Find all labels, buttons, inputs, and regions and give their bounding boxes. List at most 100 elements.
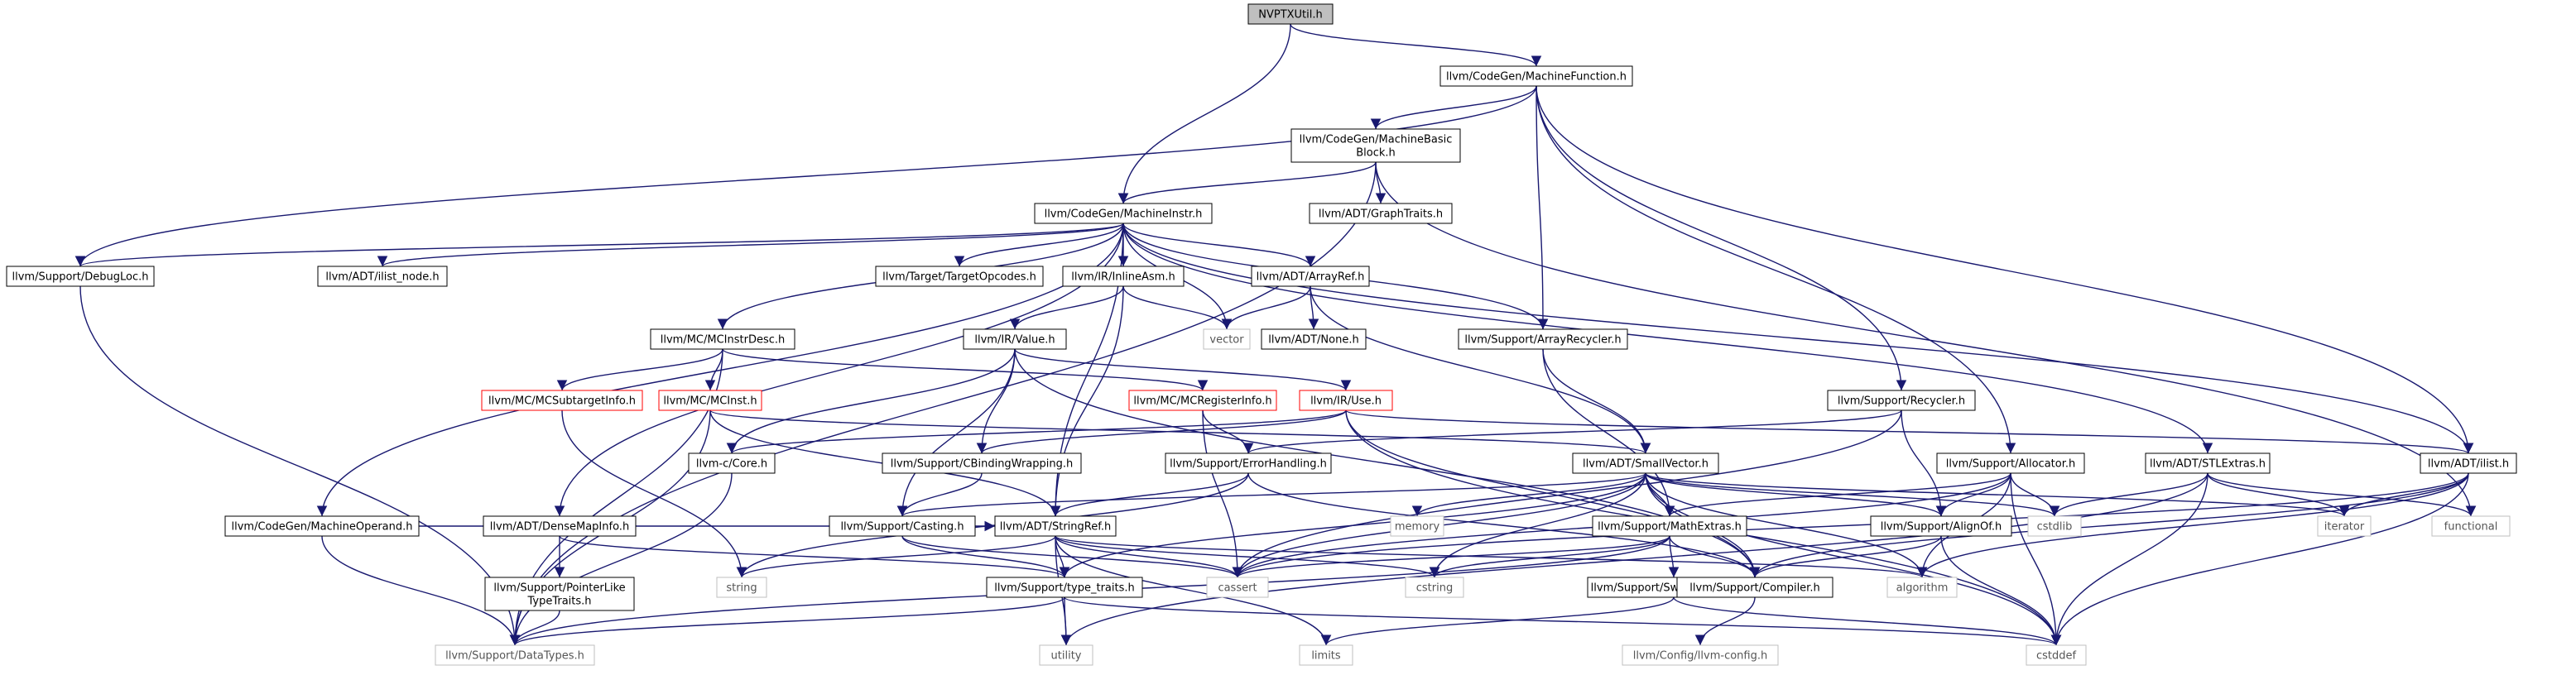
node-n9[interactable]: llvm/ADT/ArrayRef.h bbox=[1251, 266, 1370, 287]
node-n29[interactable]: llvm/Support/Casting.h bbox=[829, 515, 976, 537]
edge-n30-n47 bbox=[1055, 535, 1332, 646]
node-n17[interactable]: llvm/MC/MCRegisterInfo.h bbox=[1128, 390, 1277, 411]
node-label: llvm/Support/PointerLike bbox=[493, 582, 625, 595]
edge-n33-n49 bbox=[1940, 535, 2062, 646]
node-box bbox=[1247, 3, 1334, 25]
node-n28[interactable]: llvm/ADT/DenseMapInfo.h bbox=[483, 515, 637, 537]
node-n40: cassert bbox=[1206, 577, 1269, 598]
node-label: llvm/IR/Use.h bbox=[1310, 395, 1382, 408]
node-n14[interactable]: llvm/IR/Value.h bbox=[963, 328, 1067, 350]
edge-n30-n41 bbox=[1055, 535, 1440, 578]
node-n36: functional bbox=[2431, 515, 2511, 537]
node-label: llvm/CodeGen/MachineBasic bbox=[1300, 134, 1453, 146]
node-box bbox=[1165, 452, 1332, 474]
node-n16[interactable]: llvm/MC/MCInst.h bbox=[658, 390, 762, 411]
edge-n14-n18 bbox=[1014, 348, 1352, 391]
header-nodes: NVPTXUtil.h llvm/CodeGen/MachineFunction.… bbox=[6, 3, 2517, 666]
node-label: llvm/Target/TargetOpcodes.h bbox=[882, 271, 1036, 284]
node-n1[interactable]: llvm/CodeGen/MachineFunction.h bbox=[1439, 65, 1633, 87]
node-n4[interactable]: llvm/ADT/GraphTraits.h bbox=[1309, 203, 1453, 224]
node-box bbox=[6, 266, 155, 287]
node-n7[interactable]: llvm/Target/TargetOpcodes.h bbox=[875, 266, 1044, 287]
edge-n3-n25 bbox=[1122, 223, 2213, 454]
node-n31: memory bbox=[1390, 515, 1444, 537]
edge-n26-n43 bbox=[1749, 472, 2469, 578]
edge-n29-n40 bbox=[901, 535, 1243, 578]
edge-n43-n48 bbox=[1694, 596, 1756, 646]
edge-n26-n35 bbox=[2338, 472, 2469, 517]
node-label: llvm-c/Core.h bbox=[696, 458, 767, 471]
edge-n9-n23 bbox=[1310, 285, 1651, 454]
edge-n12-n32 bbox=[1542, 348, 1675, 517]
node-n22[interactable]: llvm/Support/ErrorHandling.h bbox=[1165, 452, 1332, 474]
edge-n3-n6 bbox=[377, 223, 1124, 267]
node-box bbox=[484, 577, 635, 611]
node-n13[interactable]: llvm/MC/MCInstrDesc.h bbox=[650, 328, 795, 350]
node-n27[interactable]: llvm/CodeGen/MachineOperand.h bbox=[224, 515, 420, 537]
node-n12[interactable]: llvm/Support/ArrayRecycler.h bbox=[1458, 328, 1628, 350]
edge-n32-n42 bbox=[1668, 535, 1680, 578]
node-box bbox=[2026, 644, 2087, 666]
node-n18[interactable]: llvm/IR/Use.h bbox=[1299, 390, 1393, 411]
node-n5[interactable]: llvm/Support/DebugLoc.h bbox=[6, 266, 155, 287]
node-label: utility bbox=[1051, 650, 1082, 663]
node-label: llvm/Support/Recycler.h bbox=[1838, 395, 1965, 408]
node-n23[interactable]: llvm/ADT/SmallVector.h bbox=[1572, 452, 1719, 474]
node-n3[interactable]: llvm/CodeGen/MachineInstr.h bbox=[1034, 203, 1213, 224]
node-n25[interactable]: llvm/ADT/STLExtras.h bbox=[2145, 452, 2271, 474]
node-n41: cstring bbox=[1405, 577, 1464, 598]
edge-n22-n30 bbox=[1050, 472, 1249, 517]
edge-n26-n44 bbox=[1916, 472, 2469, 578]
edge-n1-n24 bbox=[1536, 85, 2016, 454]
edge-n28-n39 bbox=[559, 535, 1069, 578]
edge-n19-n22 bbox=[1243, 409, 1902, 454]
node-label: llvm/IR/Value.h bbox=[974, 334, 1055, 347]
edge-n1-n26 bbox=[1536, 85, 2474, 454]
node-label: llvm/Support/Allocator.h bbox=[1946, 458, 2076, 471]
node-box bbox=[1309, 203, 1453, 224]
node-label: llvm/ADT/DenseMapInfo.h bbox=[490, 521, 629, 534]
edge-n5-n45 bbox=[79, 285, 521, 646]
node-label: NVPTXUtil.h bbox=[1258, 9, 1323, 22]
node-box bbox=[1622, 644, 1779, 666]
edge-n13-n17 bbox=[722, 348, 1209, 391]
edge-n27-n45 bbox=[321, 535, 521, 646]
node-box bbox=[1405, 577, 1464, 598]
edge-n26-n49 bbox=[2050, 472, 2469, 646]
node-label: algorithm bbox=[1896, 582, 1949, 595]
edge-n24-n49 bbox=[2010, 472, 2062, 646]
node-n21[interactable]: llvm/Support/CBindingWrapping.h bbox=[882, 452, 1082, 474]
node-label: llvm/MC/MCInst.h bbox=[663, 395, 757, 408]
node-n24[interactable]: llvm/Support/Allocator.h bbox=[1936, 452, 2085, 474]
node-n43[interactable]: llvm/Support/Compiler.h bbox=[1676, 577, 1833, 598]
node-n8[interactable]: llvm/IR/InlineAsm.h bbox=[1062, 266, 1185, 287]
node-box bbox=[2145, 452, 2271, 474]
node-n11[interactable]: llvm/ADT/None.h bbox=[1261, 328, 1367, 350]
node-n19[interactable]: llvm/Support/Recycler.h bbox=[1827, 390, 1976, 411]
edge-n39-n46 bbox=[1060, 596, 1072, 646]
node-n20[interactable]: llvm-c/Core.h bbox=[688, 452, 776, 474]
node-box bbox=[1034, 203, 1213, 224]
node-n33[interactable]: llvm/Support/AlignOf.h bbox=[1870, 515, 2012, 537]
node-n26[interactable]: llvm/ADT/ilist.h bbox=[2420, 452, 2517, 474]
node-label: llvm/ADT/StringRef.h bbox=[1000, 521, 1111, 534]
node-box bbox=[1206, 577, 1269, 598]
node-n39[interactable]: llvm/Support/type_traits.h bbox=[986, 577, 1143, 598]
node-n6[interactable]: llvm/ADT/ilist_node.h bbox=[317, 266, 448, 287]
node-n32[interactable]: llvm/Support/MathExtras.h bbox=[1592, 515, 1747, 537]
node-box bbox=[1251, 266, 1370, 287]
node-n49: cstddef bbox=[2026, 644, 2087, 666]
node-box bbox=[1886, 577, 1958, 598]
node-label: llvm/Support/ArrayRecycler.h bbox=[1464, 334, 1621, 347]
node-label: llvm/Support/DataTypes.h bbox=[445, 650, 584, 663]
node-n30[interactable]: llvm/ADT/StringRef.h bbox=[994, 515, 1117, 537]
node-label: llvm/Support/AlignOf.h bbox=[1881, 521, 2002, 534]
node-n15[interactable]: llvm/MC/MCSubtargetInfo.h bbox=[481, 390, 643, 411]
edge-n23-n29 bbox=[897, 472, 1646, 517]
node-box bbox=[1676, 577, 1833, 598]
node-box bbox=[1827, 390, 1976, 411]
edge-n0-n1 bbox=[1290, 23, 1542, 67]
